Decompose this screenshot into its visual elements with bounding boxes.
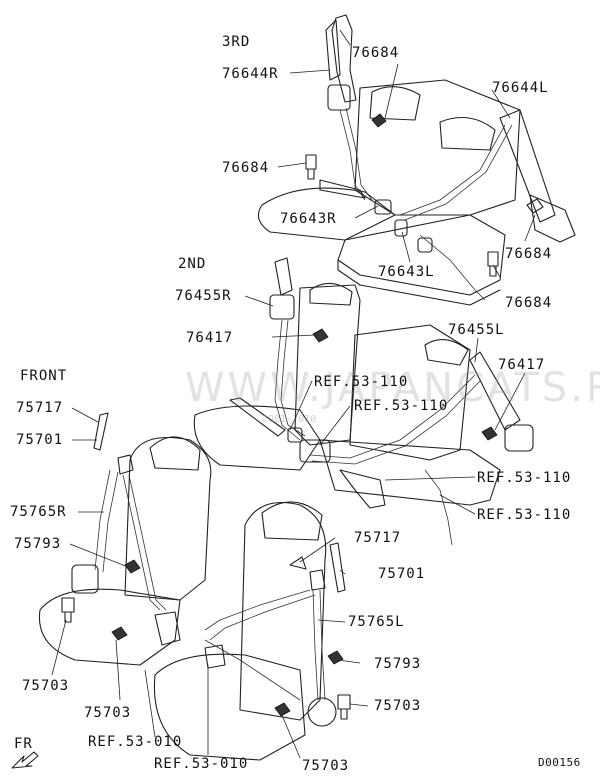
third-row-buckles	[319, 179, 433, 253]
label-76684: 76684	[505, 246, 553, 262]
label-75703: 75703	[22, 678, 70, 694]
label-76644l: 76644L	[492, 80, 549, 96]
label-ref-53-110: REF.53-110	[477, 470, 572, 486]
second-row-belt-left	[309, 351, 534, 546]
label-75793: 75793	[374, 656, 422, 672]
section-front: FRONT	[20, 368, 68, 384]
label-76643l: 76643L	[378, 264, 435, 280]
label-76684: 76684	[352, 45, 400, 61]
label-75701: 75701	[378, 566, 426, 582]
direction-label: FR	[14, 736, 33, 752]
third-row-seat	[257, 79, 521, 306]
front-left-seat	[153, 501, 327, 761]
label-ref-53-110: REF.53-110	[354, 398, 449, 414]
section-third: 3RD	[222, 34, 251, 50]
diagram-code: D00156	[538, 756, 581, 769]
front-direction-arrow	[11, 751, 39, 769]
label-75793: 75793	[14, 536, 62, 552]
label-75765l: 75765L	[348, 614, 405, 630]
leader-lines	[51, 29, 536, 759]
third-row-bolts	[305, 113, 544, 277]
second-row-buckles	[287, 427, 386, 509]
label-75701: 75701	[16, 432, 64, 448]
front-right-bolts	[61, 559, 141, 641]
label-ref-53-110: REF.53-110	[477, 507, 572, 523]
label-75717: 75717	[16, 400, 64, 416]
label-76644r: 76644R	[222, 66, 279, 82]
second-row-belt-right	[229, 257, 306, 441]
label-ref-53-010: REF.53-010	[154, 756, 249, 772]
label-76417: 76417	[498, 357, 546, 373]
watermark: WWW.JAPANCATS.RU	[185, 365, 600, 411]
label-ref-53-110: REF.53-110	[314, 374, 409, 390]
section-second: 2ND	[178, 256, 207, 272]
front-left-bolts	[274, 650, 351, 720]
label-76684: 76684	[505, 295, 553, 311]
front-right-seat	[38, 436, 212, 666]
label-76455r: 76455R	[175, 288, 232, 304]
label-ref-53-010: REF.53-010	[88, 734, 183, 750]
label-76643r: 76643R	[280, 211, 337, 227]
watermark-small: 2001-2010	[262, 414, 317, 425]
second-row-bolts	[312, 328, 498, 441]
label-76455l: 76455L	[448, 322, 505, 338]
label-76684: 76684	[222, 160, 270, 176]
label-75703: 75703	[302, 758, 350, 774]
label-75765r: 75765R	[10, 504, 67, 520]
third-row-belt-left	[399, 109, 576, 301]
second-row-seat	[193, 282, 501, 506]
label-75703: 75703	[84, 705, 132, 721]
label-76417: 76417	[186, 330, 234, 346]
label-75717: 75717	[354, 530, 402, 546]
label-75703: 75703	[374, 698, 422, 714]
front-left-belt	[204, 542, 346, 727]
front-right-belt	[71, 412, 181, 646]
third-row-belt-right	[325, 14, 373, 201]
